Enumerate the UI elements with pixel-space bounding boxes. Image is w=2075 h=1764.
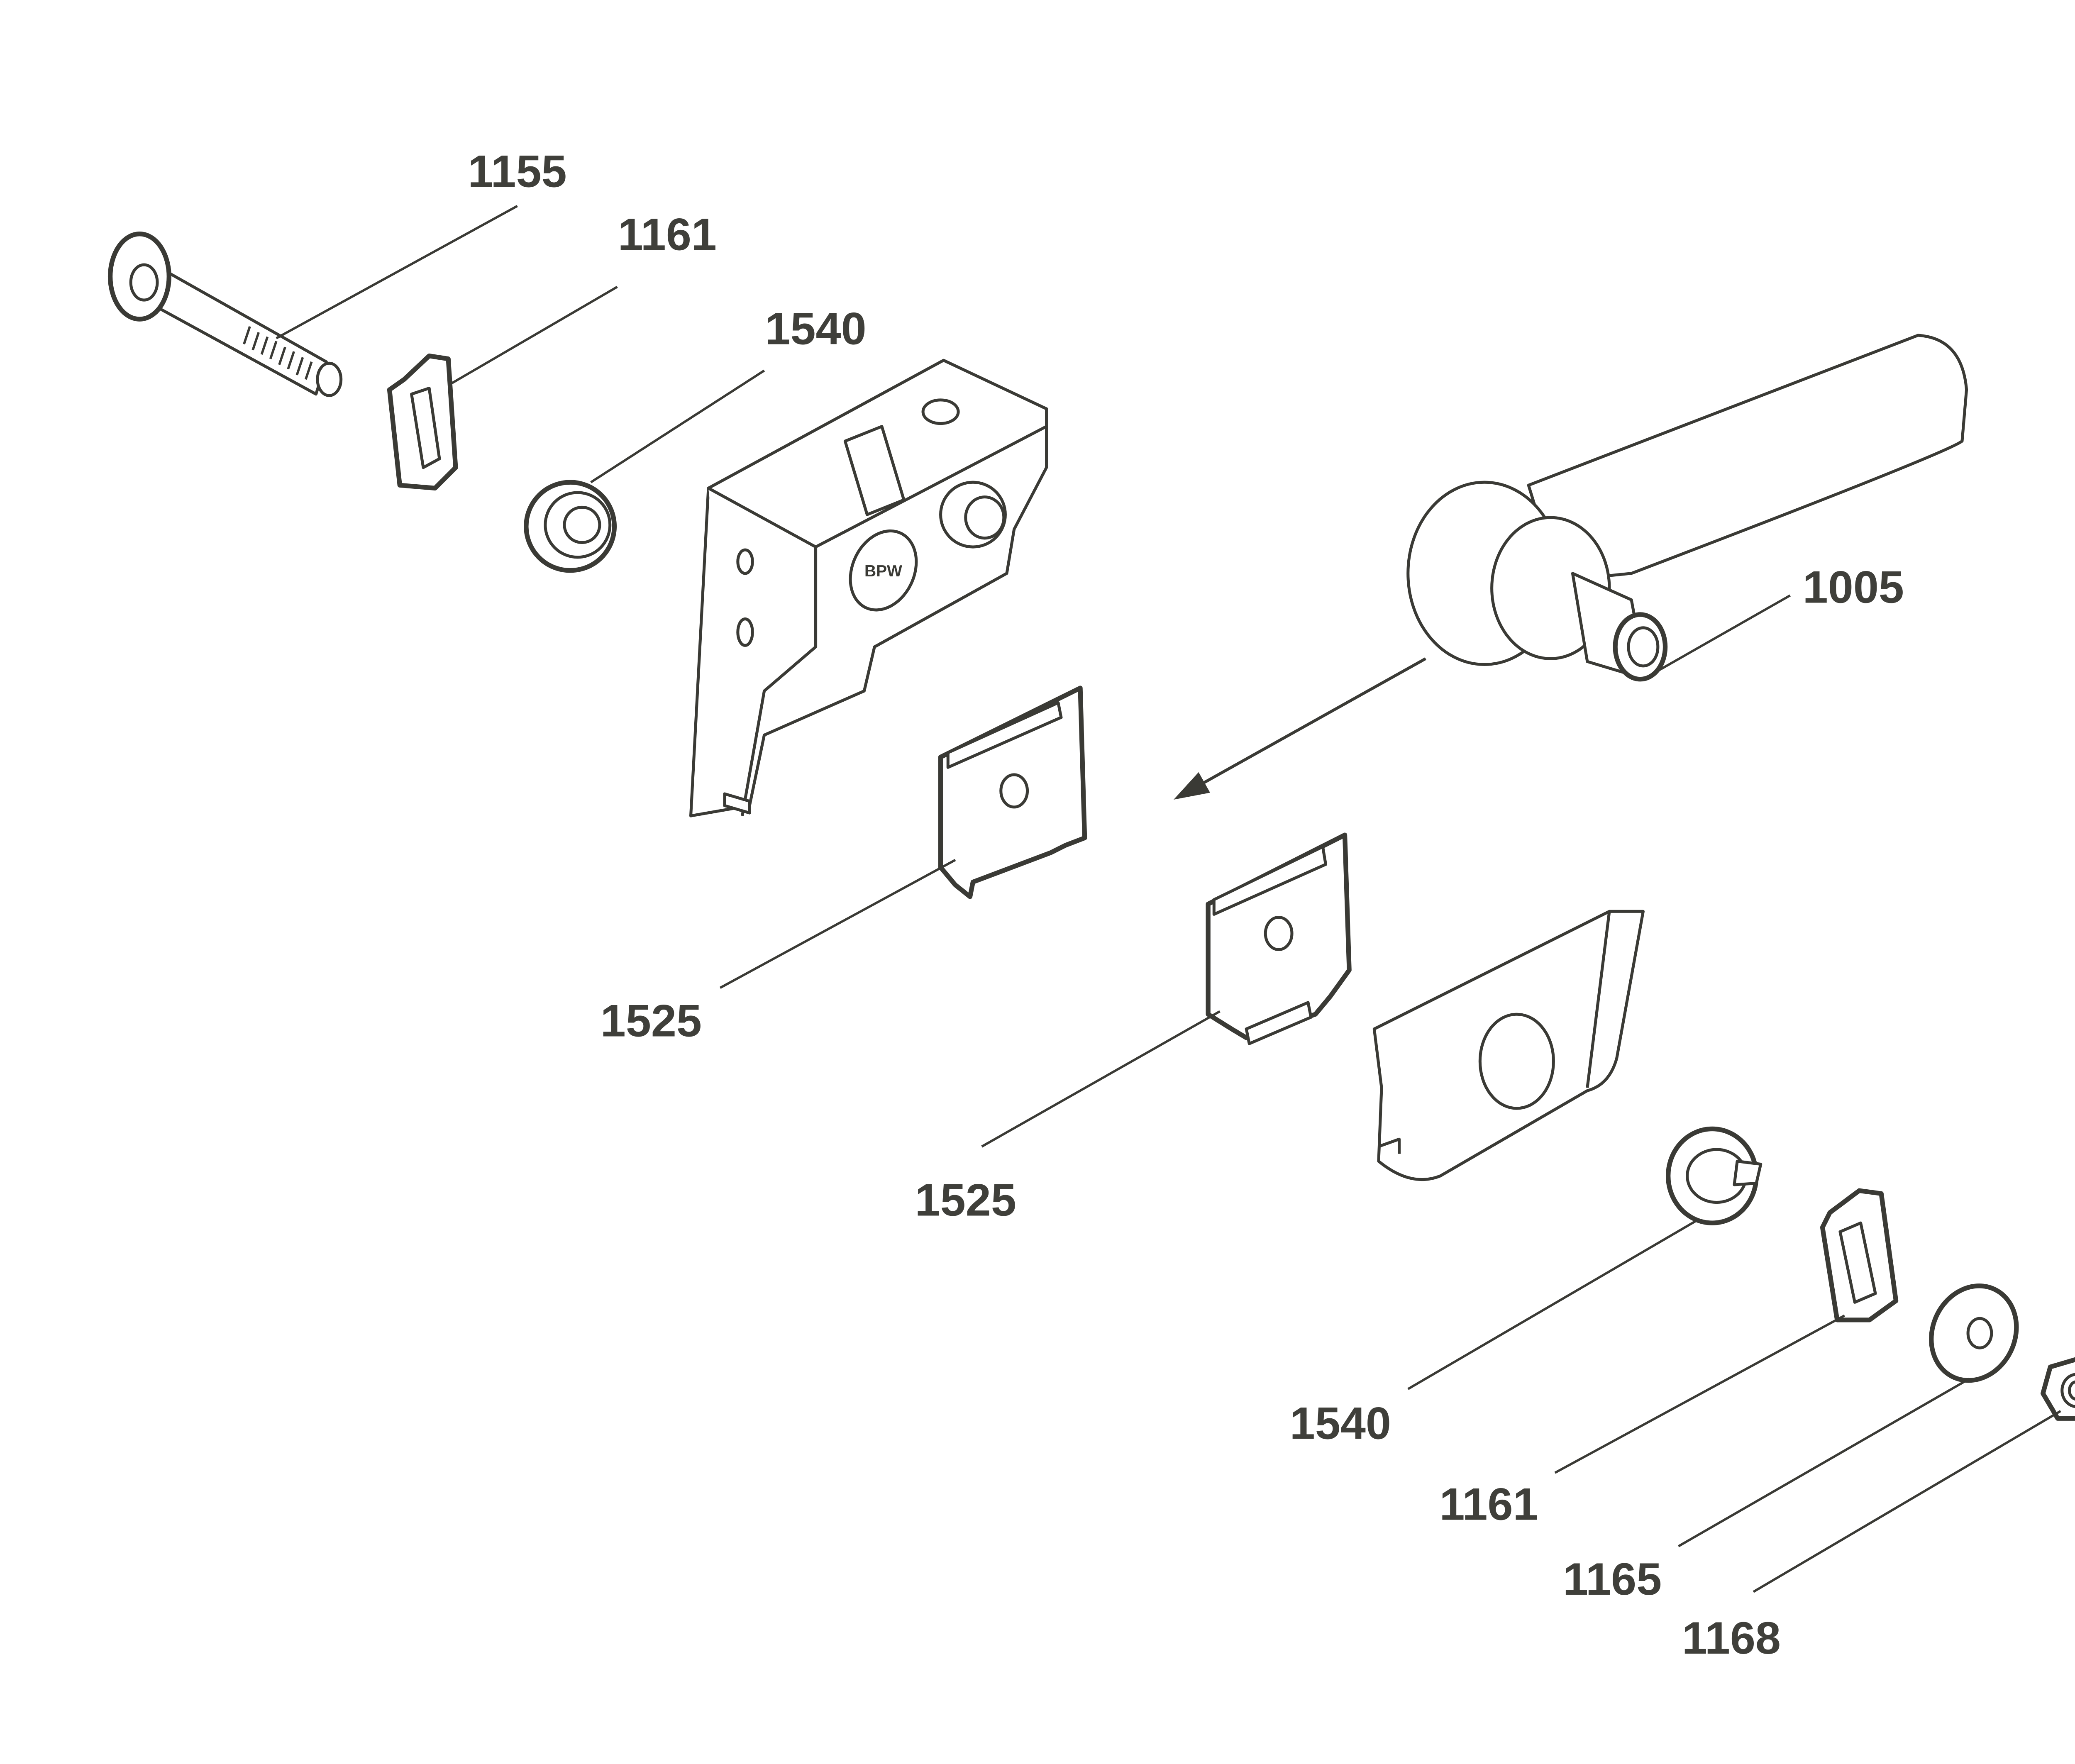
bush-top-part [524,480,617,573]
label-1161-top: 1161 [618,210,717,260]
clamp-plate-part [1372,910,1645,1181]
label-1525-right: 1525 [915,1175,1016,1225]
label-1155: 1155 [468,146,567,197]
logo-text: BPW [864,562,902,580]
label-1165: 1165 [1563,1554,1662,1605]
bracket-housing-part: BPW [689,359,1048,817]
leader-line-1165 [1678,1378,1970,1547]
nut-part [2041,1357,2075,1421]
label-1005: 1005 [1803,562,1904,613]
leader-line-1540-top [590,369,765,483]
label-1525-left: 1525 [601,995,702,1046]
label-1540-bottom: 1540 [1290,1398,1391,1449]
leader-line-1155 [276,205,518,339]
leader-line-1161-bottom [1554,1314,1845,1474]
assembly-direction-arrow [1173,657,1427,800]
leader-line-1525-right [981,1010,1221,1148]
label-1161-bottom: 1161 [1440,1479,1538,1530]
washer-part [1929,1283,2019,1383]
bolt-part [107,232,343,397]
lock-plate-top-part [387,353,458,491]
leader-line-1540-bottom [1407,1219,1698,1390]
label-1540-top: 1540 [765,303,866,354]
leader-line-1005 [1643,594,1791,681]
leader-line-1161-top [447,285,618,386]
lock-plate-bottom-part [1820,1188,1899,1322]
part-labels: 1155 1161 1540 1005 1525 1525 1540 1161 … [468,146,1904,1663]
leader-line-1168 [1753,1410,2061,1593]
leader-line-1525-left [719,859,956,989]
shim-left-part [938,686,1087,899]
bush-bottom-part [1665,1126,1763,1225]
shim-right-part [1206,832,1352,1045]
leader-lines [276,205,2061,1593]
bpw-logo: BPW [849,529,918,612]
label-1168: 1168 [1682,1613,1781,1664]
handle-part [1406,334,1968,682]
